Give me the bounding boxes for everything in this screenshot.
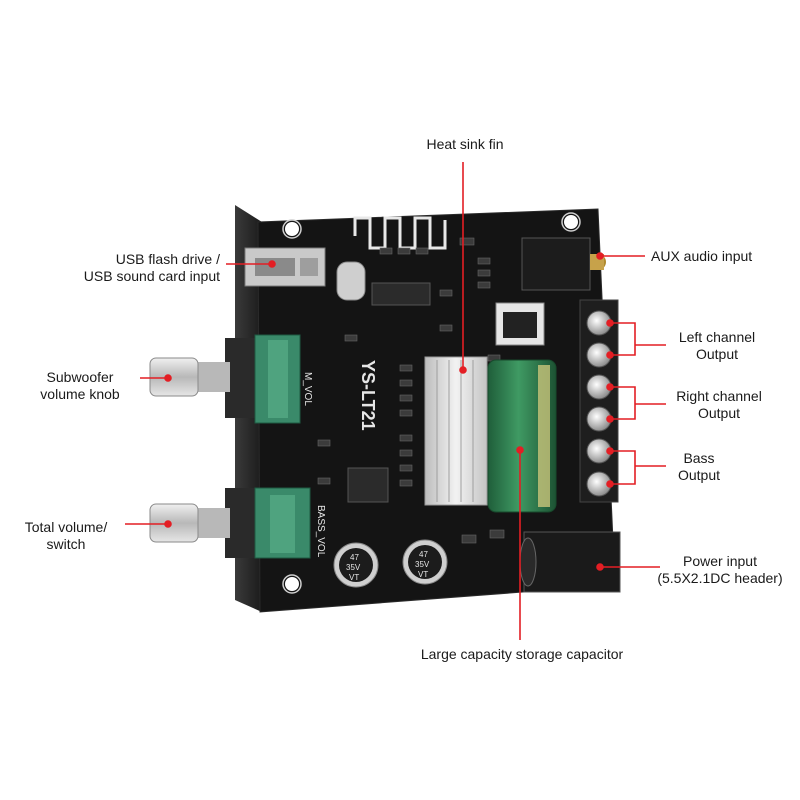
aux-jack: [521, 237, 606, 291]
subwoofer-knob: [149, 357, 230, 397]
label-subwoofer-knob: Subwoofer volume knob: [40, 369, 120, 402]
storage-capacitor: [487, 359, 557, 513]
capacitor-right: 47 35V VT: [402, 539, 448, 585]
dc-power-jack: [519, 531, 621, 593]
svg-text:47: 47: [419, 550, 428, 559]
label-left-channel-output: Left channel Output: [678, 329, 756, 362]
svg-text:35V: 35V: [346, 563, 361, 572]
smd-components: [317, 237, 505, 544]
heat-sink: [424, 356, 488, 506]
total-volume-potentiometer: [225, 487, 311, 559]
usb-port: [244, 247, 326, 287]
capacitor-left: 47 35V VT: [333, 542, 379, 588]
label-bass-output: Bass Output: [677, 450, 721, 483]
svg-text:47: 47: [350, 553, 359, 562]
label-aux-input: AUX audio input: [651, 248, 753, 264]
label-total-volume: Total volume/ switch: [24, 519, 108, 552]
model-silk: YS-LT21: [358, 360, 378, 431]
mount-hole: [285, 222, 299, 236]
svg-text:VT: VT: [418, 570, 428, 579]
subwoofer-potentiometer: [225, 334, 301, 424]
label-usb-input: USB flash drive / USB sound card input: [83, 251, 220, 284]
label-heat-sink: Heat sink fin: [426, 136, 504, 152]
bluetooth-antenna: [353, 216, 447, 250]
m-vol-silk: M_VOL: [302, 372, 313, 406]
mount-hole: [285, 577, 299, 591]
label-right-channel-output: Right channel Output: [676, 388, 762, 421]
total-volume-knob: [149, 503, 230, 543]
leader-lines: [125, 162, 666, 640]
label-power-input: Power input (5.5X2.1DC header): [657, 553, 783, 586]
ic-chips: [347, 282, 545, 503]
label-storage-capacitor: Large capacity storage capacitor: [420, 646, 624, 662]
crystal: [336, 261, 366, 301]
svg-text:VT: VT: [349, 573, 359, 582]
bass-vol-silk: BASS_VOL: [315, 505, 326, 558]
mount-hole: [564, 215, 578, 229]
terminal-block: [579, 299, 619, 503]
svg-text:35V: 35V: [415, 560, 430, 569]
silkscreen: YS-LT21 M_VOL BASS_VOL: [302, 360, 378, 558]
